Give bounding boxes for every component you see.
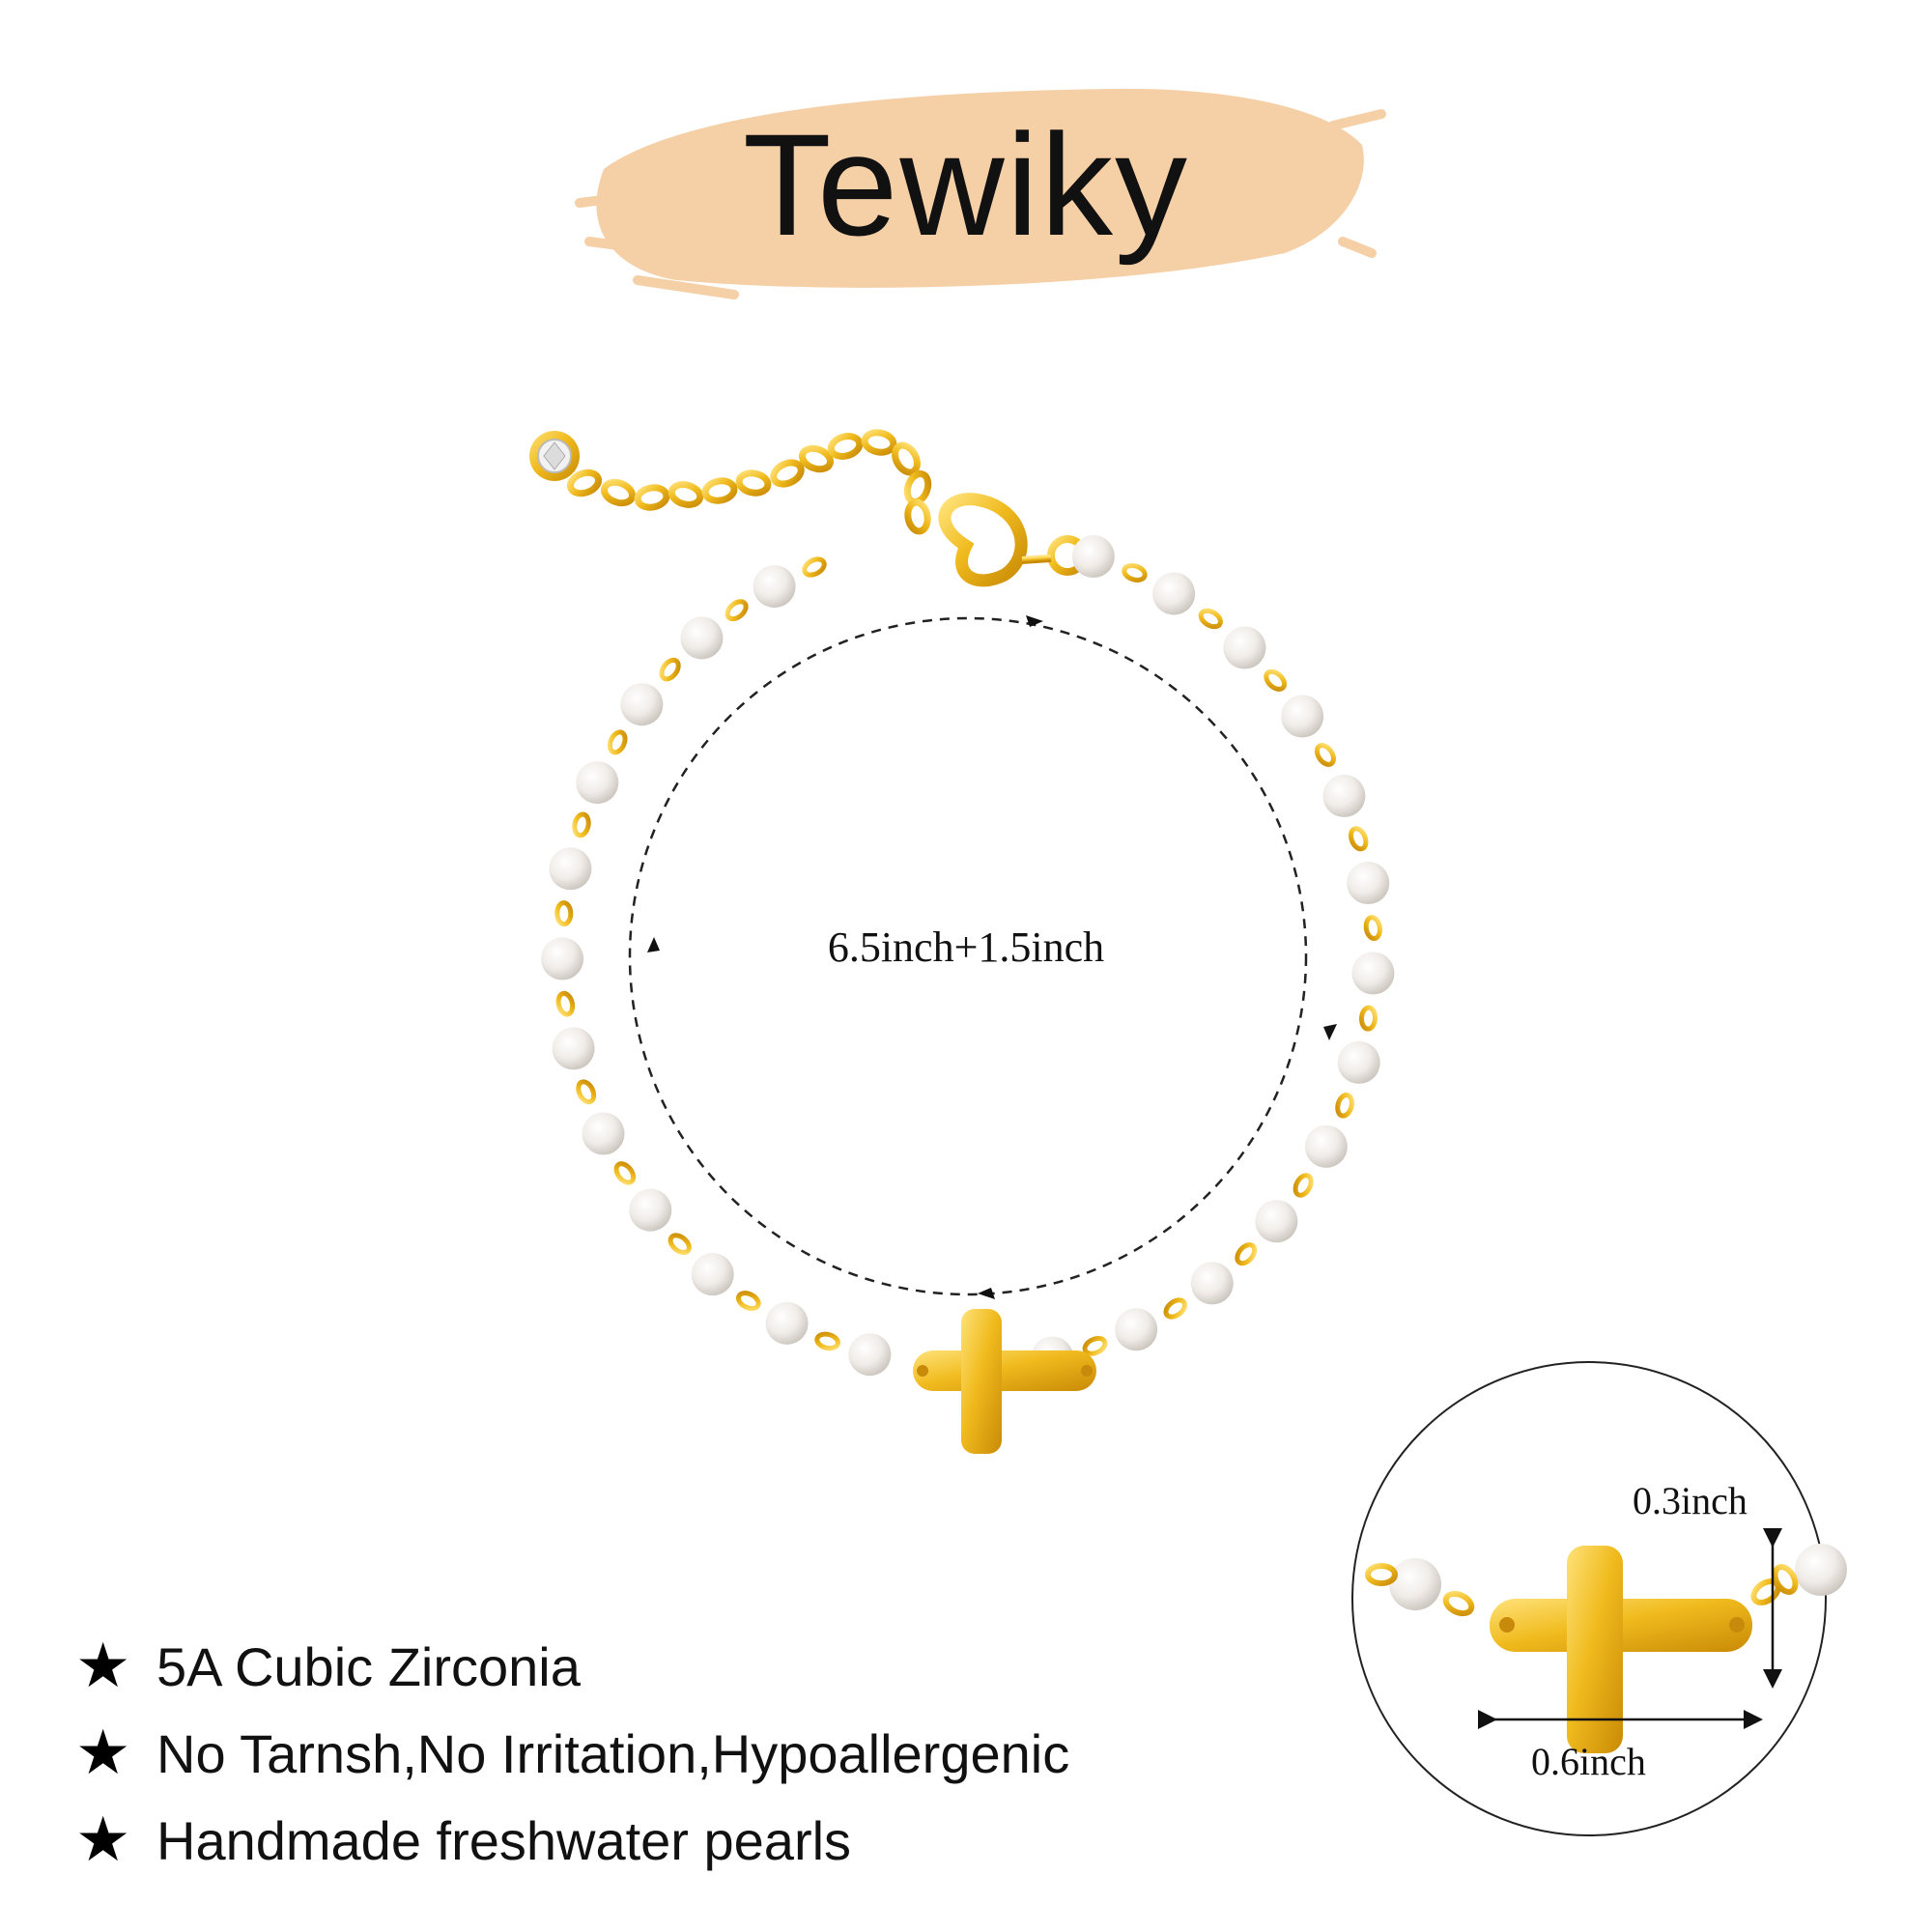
pearl [1115, 1308, 1158, 1351]
crystal-charm [529, 431, 580, 481]
star-icon: ★ [75, 1631, 131, 1702]
chain-link [1198, 608, 1223, 630]
brand-title: Tewiky [742, 103, 1190, 266]
feature-text: 5A Cubic Zirconia [156, 1635, 581, 1697]
arrow-icon [1026, 615, 1043, 627]
pearl [753, 565, 796, 609]
arrow-icon [647, 937, 660, 952]
pearl [549, 847, 592, 891]
pearl [1255, 1200, 1298, 1243]
chain-link [1359, 1005, 1378, 1032]
chain-link [659, 657, 681, 682]
pearl [848, 1333, 892, 1377]
pearl [1190, 1262, 1234, 1305]
pearl [541, 937, 584, 980]
chain-link [607, 729, 628, 755]
chain-link [555, 990, 576, 1017]
pearl [1351, 952, 1395, 995]
cross-width-label: 0.6inch [1531, 1740, 1646, 1783]
pearl [1281, 695, 1324, 738]
chain-link [1314, 743, 1336, 767]
feature-item: ★ No Tarnsh,No Irritation,Hypoallergenic [75, 1710, 1186, 1797]
pearl [629, 1188, 672, 1232]
feature-list: ★ 5A Cubic Zirconia ★ No Tarnsh,No Irrit… [75, 1623, 1186, 1884]
cross-pendant [913, 1309, 1096, 1454]
chain-link [613, 1161, 637, 1185]
feature-text: No Tarnsh,No Irritation,Hypoallergenic [156, 1722, 1070, 1784]
pearl [576, 761, 619, 805]
chain-link [1363, 915, 1382, 942]
chain-link [668, 1233, 692, 1256]
feature-item: ★ Handmade freshwater pearls [75, 1797, 1186, 1884]
pearl [1322, 774, 1366, 817]
lobster-clasp [938, 493, 1088, 587]
arrow-icon [1323, 1024, 1337, 1040]
chain-link [1335, 1093, 1354, 1119]
detail-zoom-circle [1351, 1361, 1847, 1836]
chain-link [1293, 1173, 1314, 1198]
chain-link [814, 1331, 840, 1351]
pearl [1347, 862, 1390, 905]
chain-link [1082, 1336, 1108, 1356]
pearl [765, 1301, 809, 1345]
feature-item: ★ 5A Cubic Zirconia [75, 1623, 1186, 1710]
brush-stroke-background [575, 88, 1386, 299]
chain-link [576, 1079, 597, 1105]
pearl [1071, 535, 1115, 579]
pearl [691, 1253, 734, 1296]
pearl [680, 616, 724, 660]
chain-link [1122, 562, 1148, 582]
chain-link [724, 599, 749, 622]
pearl [1223, 626, 1266, 669]
size-indicator-circle [628, 615, 1337, 1299]
pearl [1337, 1040, 1380, 1084]
feature-text: Handmade freshwater pearls [156, 1809, 852, 1871]
star-icon: ★ [75, 1804, 131, 1876]
chain-link [1163, 1297, 1187, 1320]
chain-link [572, 811, 591, 838]
pearl-strand [541, 535, 1395, 1379]
cross-height-label: 0.3inch [1633, 1479, 1747, 1522]
pearl [1152, 572, 1196, 615]
chain-link [1235, 1242, 1258, 1266]
pearl [582, 1112, 625, 1155]
chain-link [735, 1291, 761, 1312]
arrow-icon [978, 1288, 995, 1299]
star-icon: ★ [75, 1718, 131, 1789]
chain-link [802, 556, 827, 578]
pearl [620, 683, 664, 726]
pearl [552, 1027, 595, 1070]
extender-chain [566, 429, 932, 535]
bracelet-length-label: 6.5inch+1.5inch [827, 923, 1105, 971]
chain-link [1349, 826, 1369, 852]
chain-link [554, 900, 574, 927]
chain-link [1264, 668, 1288, 692]
pearl [1304, 1124, 1348, 1168]
